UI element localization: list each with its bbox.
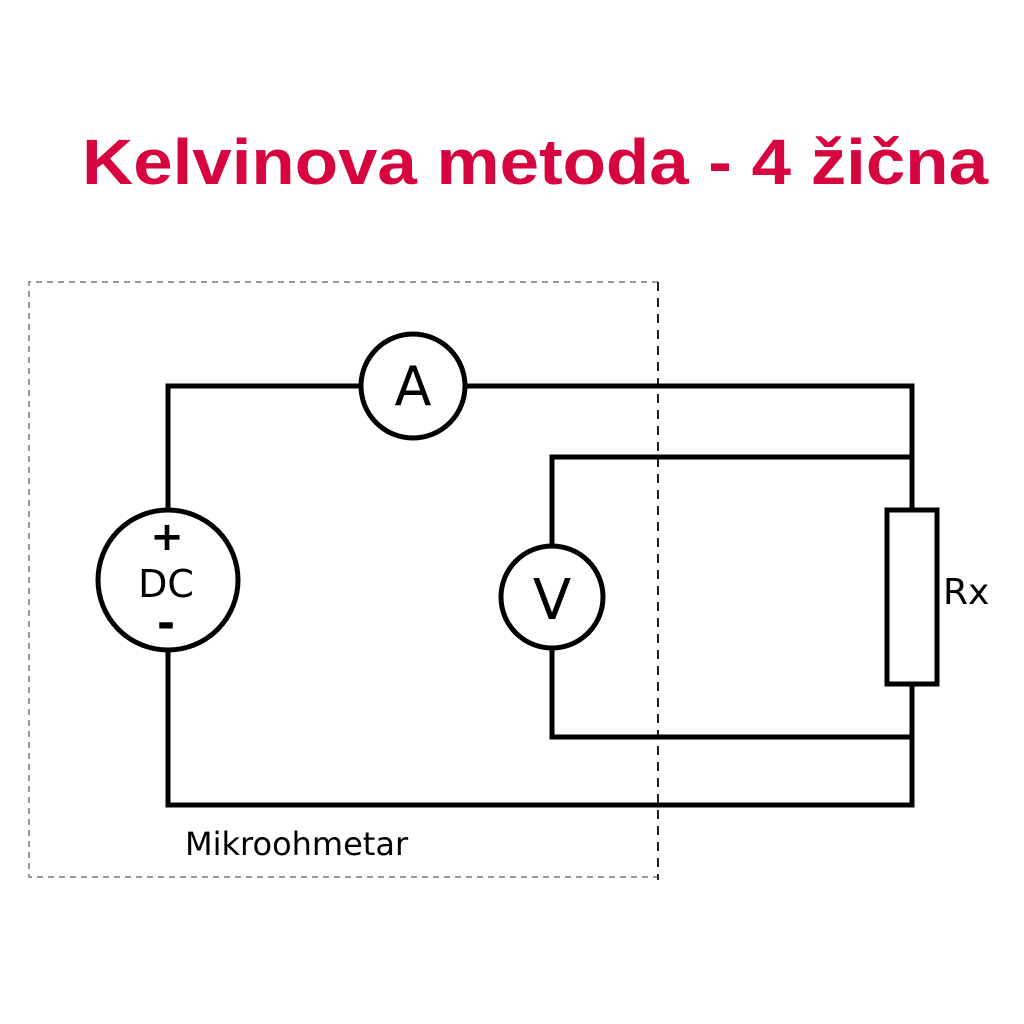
dc-minus-label: -: [157, 598, 175, 649]
ammeter-label: A: [395, 355, 432, 418]
ammeter: [358, 331, 468, 441]
dc-source: [95, 507, 241, 653]
instrument-boundary: [28, 281, 658, 878]
dc-plus-label: +: [150, 514, 184, 560]
resistor-rx: [884, 507, 940, 687]
voltmeter: [498, 543, 606, 651]
instrument-label: Mikroohmetar: [185, 825, 409, 863]
voltmeter-label: V: [533, 568, 571, 633]
sense-loop-wire: [549, 454, 912, 740]
resistor-label: Rx: [943, 572, 989, 613]
dc-label: DC: [138, 562, 194, 606]
diagram-title: Kelvinova metoda - 4 žična: [82, 126, 988, 198]
current-loop-wire: [165, 383, 915, 808]
